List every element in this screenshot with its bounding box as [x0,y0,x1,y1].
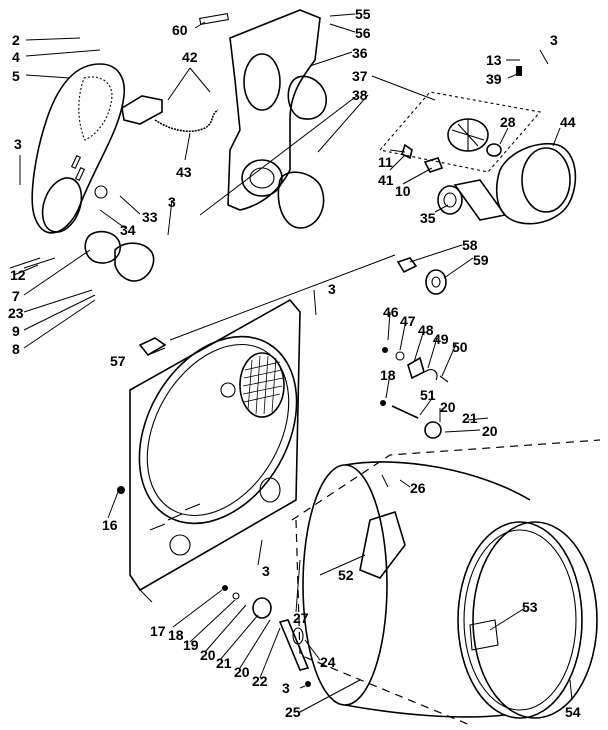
callout-label: 22 [252,673,268,689]
callout-label: 48 [418,322,434,338]
bearing-panel-assembly [121,9,327,229]
callout-label: 35 [420,210,436,226]
callout-label: 12 [10,267,26,283]
callout-label: 39 [486,71,502,87]
callout-label: 26 [410,480,426,496]
callout-label: 54 [565,704,581,720]
callout-label: 33 [142,209,158,225]
callout-label: 8 [12,341,20,357]
callout-label: 5 [12,68,20,84]
callout-label: 36 [352,45,368,61]
callout-label: 11 [378,154,393,170]
callout-label: 20 [200,647,216,663]
callout-label: 23 [8,305,24,321]
callout-label: 19 [183,637,199,653]
callout-label: 3 [282,680,290,696]
callout-label: 3 [550,32,558,48]
callout-label: 27 [293,610,309,626]
front-bulkhead-panel [117,298,301,592]
callout-label: 18 [168,627,184,643]
callout-label: 47 [400,313,416,329]
callout-label: 24 [320,654,336,670]
callout-label: 21 [462,410,478,426]
door-switch-parts [380,347,449,439]
callout-label: 2 [12,32,20,48]
callout-label: 21 [216,655,232,671]
callout-label: 57 [110,353,126,369]
callout-label: 50 [452,339,468,355]
callout-label: 44 [560,114,576,130]
callout-label: 60 [172,22,188,38]
callout-label: 25 [285,704,301,720]
callout-label: 3 [328,281,336,297]
callout-label: 17 [150,623,166,639]
callout-label: 34 [120,222,136,238]
motor-assembly [378,66,577,225]
callout-label: 56 [355,25,371,41]
callout-label: 51 [420,387,436,403]
callout-label: 20 [440,399,456,415]
callout-label: 49 [433,331,449,347]
callout-label: 3 [262,563,270,579]
callout-label: 10 [395,183,411,199]
leader-lines [19,13,573,713]
callout-label: 59 [473,252,489,268]
callout-label: 53 [522,599,538,615]
callout-label: 38 [352,87,368,103]
callout-label: 52 [338,567,354,583]
lower-roller-parts [222,585,311,687]
callout-label: 3 [168,194,176,210]
callout-label: 16 [102,517,118,533]
vent-duct-assembly [9,63,155,282]
callout-label: 58 [462,237,478,253]
callout-label: 9 [12,323,20,339]
idler-pulley-group [396,257,447,295]
callout-label: 4 [12,49,20,65]
callout-label: 41 [378,172,394,188]
callout-label: 20 [234,664,250,680]
callout-label: 13 [486,52,502,68]
drum-assembly [291,439,601,726]
callout-label: 42 [182,49,198,65]
callout-label: 7 [12,288,20,304]
callout-label: 28 [500,114,516,130]
callout-label: 20 [482,423,498,439]
callout-label: 43 [176,164,192,180]
callout-label: 18 [380,367,396,383]
callout-label: 55 [355,6,371,22]
callout-label: 37 [352,68,368,84]
callout-labels: 2 4 5 3 12 7 23 9 8 33 34 3 60 42 43 55 … [8,6,581,720]
callout-label: 46 [383,304,399,320]
callout-label: 3 [14,136,22,152]
